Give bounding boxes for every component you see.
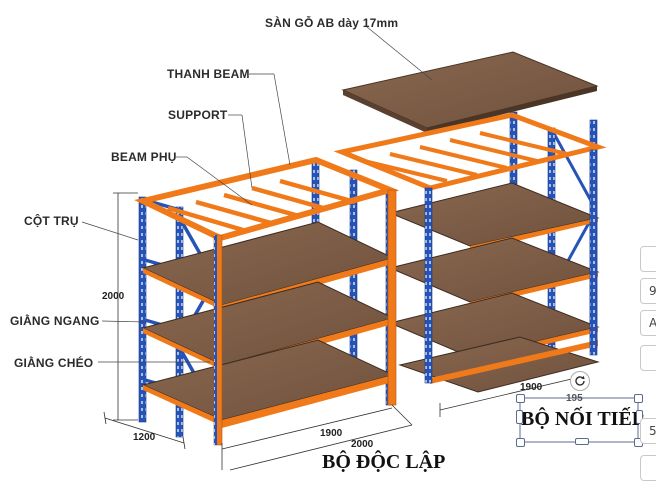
resize-handle-right[interactable] <box>636 410 643 424</box>
dim-inner-length: 1900 <box>320 428 343 439</box>
loose-wood-board <box>341 51 599 129</box>
leader-lines <box>81 26 433 363</box>
side-tool-3[interactable]: A <box>640 310 656 336</box>
dim-height: 2000 <box>102 291 125 302</box>
dim-selected: 195 <box>566 393 583 404</box>
side-tool-1[interactable] <box>640 246 656 272</box>
side-tool-4[interactable] <box>640 345 656 371</box>
independent-unit <box>134 156 400 446</box>
dimension-lines <box>103 192 581 471</box>
label-support: SUPPORT <box>168 108 228 122</box>
resize-handle-top-right[interactable] <box>634 394 643 403</box>
title-continuation[interactable]: BỘ NỐI TIẾP <box>521 408 644 430</box>
rotate-icon[interactable] <box>570 371 590 391</box>
side-tool-2[interactable]: 9 <box>640 278 656 304</box>
title-independent: BỘ ĐỘC LẬP <box>322 451 446 473</box>
label-thanh-beam: THANH BEAM <box>167 67 250 81</box>
label-san-go: SÀN GỖ AB dày 17mm <box>265 16 399 30</box>
label-giang-cheo: GIẰNG CHÉO <box>14 356 94 370</box>
resize-handle-top-left[interactable] <box>516 394 525 403</box>
dim-depth: 1200 <box>133 432 156 443</box>
side-tool-6[interactable] <box>640 455 656 481</box>
resize-handle-left[interactable] <box>516 410 523 424</box>
continuation-unit <box>333 111 607 393</box>
label-cot-tru: CỘT TRỤ <box>24 214 79 228</box>
resize-handle-bottom-left[interactable] <box>516 438 525 447</box>
side-tool-5[interactable]: 5 <box>640 418 656 444</box>
label-giang-ngang: GIẰNG NGANG <box>10 314 100 328</box>
dim-continuation-length: 1900 <box>520 382 543 393</box>
resize-handle-bottom[interactable] <box>575 438 589 445</box>
dim-outer-length: 2000 <box>351 439 374 450</box>
label-beam-phu: BEAM PHỤ <box>111 150 177 164</box>
